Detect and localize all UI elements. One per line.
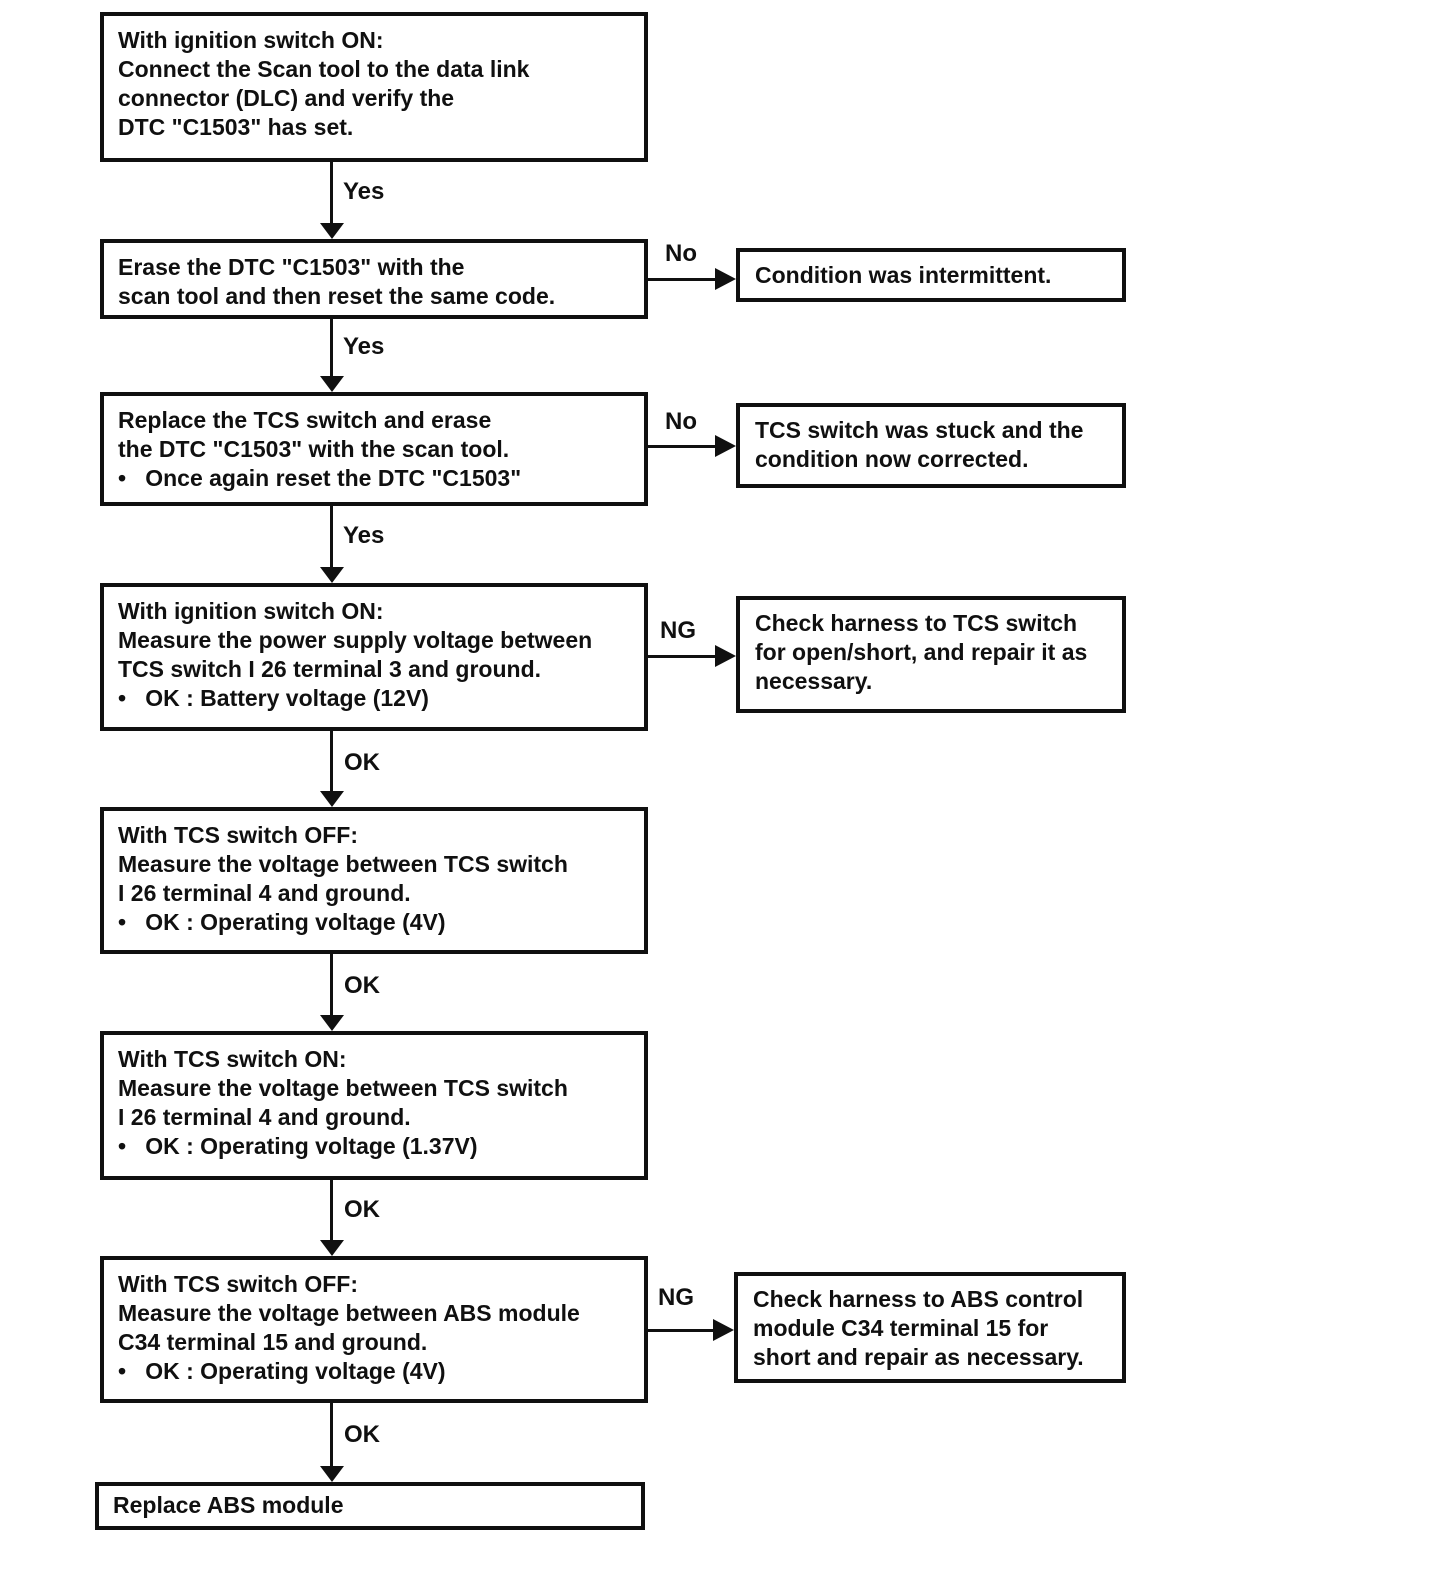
result-text-line: TCS switch was stuck and the (755, 417, 1084, 443)
step-text-line: Measure the voltage between TCS switch (118, 1075, 568, 1101)
result-box-switch-stuck: TCS switch was stuck and the condition n… (736, 403, 1126, 488)
result-text-line: Condition was intermittent. (755, 262, 1052, 288)
step-text-line: Measure the voltage between ABS module (118, 1300, 580, 1326)
connector-label-yes: Yes (343, 333, 385, 360)
step-text-line: connector (DLC) and verify the (118, 85, 455, 111)
step-text-line: With ignition switch ON: (118, 598, 384, 624)
connector-label-no: No (665, 240, 697, 267)
arrow-down-icon (320, 1466, 344, 1482)
step-text-line: With TCS switch ON: (118, 1046, 347, 1072)
step-text-line: Measure the voltage between TCS switch (118, 851, 568, 877)
result-box-condition-intermittent: Condition was intermittent. (736, 248, 1126, 302)
step-text-line: the DTC "C1503" with the scan tool. (118, 436, 510, 462)
step-text-line: • OK : Operating voltage (4V) (118, 1358, 446, 1384)
connector-label-ok: OK (344, 749, 380, 776)
connector-line (330, 319, 333, 377)
connector-label-ng: NG (660, 617, 696, 644)
result-text-line: for open/short, and repair it as (755, 639, 1088, 665)
step-text-line: Replace ABS module (113, 1492, 344, 1518)
connector-label-yes: Yes (343, 178, 385, 205)
connector-label-ok: OK (344, 972, 380, 999)
result-text-line: Check harness to TCS switch (755, 610, 1078, 636)
connector-line (330, 506, 333, 568)
arrow-down-icon (320, 567, 344, 583)
connector-label-yes: Yes (343, 522, 385, 549)
connector-label-ok: OK (344, 1196, 380, 1223)
arrow-right-icon (713, 1319, 734, 1341)
arrow-right-icon (715, 268, 736, 290)
step-box-erase-reset-dtc: Erase the DTC "C1503" with the scan tool… (100, 239, 648, 319)
result-text-line: short and repair as necessary. (753, 1344, 1084, 1370)
step-text-line: C34 terminal 15 and ground. (118, 1329, 428, 1355)
connector-line (648, 655, 717, 658)
step-text-line: I 26 terminal 4 and ground. (118, 1104, 411, 1130)
arrow-right-icon (715, 435, 736, 457)
step-box-replace-abs-module: Replace ABS module (95, 1482, 645, 1530)
connector-line (330, 731, 333, 792)
connector-line (648, 278, 717, 281)
step-box-measure-voltage-switch-on: With TCS switch ON: Measure the voltage … (100, 1031, 648, 1180)
step-text-line: With TCS switch OFF: (118, 1271, 358, 1297)
step-text-line: I 26 terminal 4 and ground. (118, 880, 411, 906)
step-text-line: Replace the TCS switch and erase (118, 407, 492, 433)
result-box-check-harness-tcs: Check harness to TCS switch for open/sho… (736, 596, 1126, 713)
step-text-line: • Once again reset the DTC "C1503" (118, 465, 522, 491)
connector-line (648, 445, 717, 448)
step-text-line: Erase the DTC "C1503" with the (118, 254, 465, 280)
result-text-line: necessary. (755, 668, 873, 694)
connector-line (645, 1329, 715, 1332)
step-text-line: With ignition switch ON: (118, 27, 384, 53)
result-text-line: condition now corrected. (755, 446, 1029, 472)
arrow-right-icon (715, 645, 736, 667)
connector-line (330, 954, 333, 1016)
step-box-verify-dtc: With ignition switch ON: Connect the Sca… (100, 12, 648, 162)
step-text-line: With TCS switch OFF: (118, 822, 358, 848)
step-text-line: DTC "C1503" has set. (118, 114, 354, 140)
step-text-line: scan tool and then reset the same code. (118, 283, 556, 309)
step-text-line: • OK : Battery voltage (12V) (118, 685, 429, 711)
step-text-line: Measure the power supply voltage between (118, 627, 593, 653)
arrow-down-icon (320, 1240, 344, 1256)
step-text-line: TCS switch I 26 terminal 3 and ground. (118, 656, 542, 682)
arrow-down-icon (320, 223, 344, 239)
connector-label-no: No (665, 408, 697, 435)
step-text-line: • OK : Operating voltage (1.37V) (118, 1133, 478, 1159)
result-box-check-harness-abs: Check harness to ABS control module C34 … (734, 1272, 1126, 1383)
step-box-measure-abs-module-voltage: With TCS switch OFF: Measure the voltage… (100, 1256, 648, 1403)
connector-line (330, 1180, 333, 1241)
connector-line (330, 1403, 333, 1467)
connector-label-ok: OK (344, 1421, 380, 1448)
connector-line (330, 162, 333, 224)
step-box-measure-voltage-switch-off: With TCS switch OFF: Measure the voltage… (100, 807, 648, 954)
step-box-replace-tcs-switch: Replace the TCS switch and erase the DTC… (100, 392, 648, 506)
connector-label-ng: NG (658, 1284, 694, 1311)
arrow-down-icon (320, 1015, 344, 1031)
result-text-line: module C34 terminal 15 for (753, 1315, 1049, 1341)
step-text-line: • OK : Operating voltage (4V) (118, 909, 446, 935)
arrow-down-icon (320, 376, 344, 392)
result-text-line: Check harness to ABS control (753, 1286, 1084, 1312)
arrow-down-icon (320, 791, 344, 807)
step-text-line: Connect the Scan tool to the data link (118, 56, 530, 82)
step-box-measure-power-supply: With ignition switch ON: Measure the pow… (100, 583, 648, 731)
